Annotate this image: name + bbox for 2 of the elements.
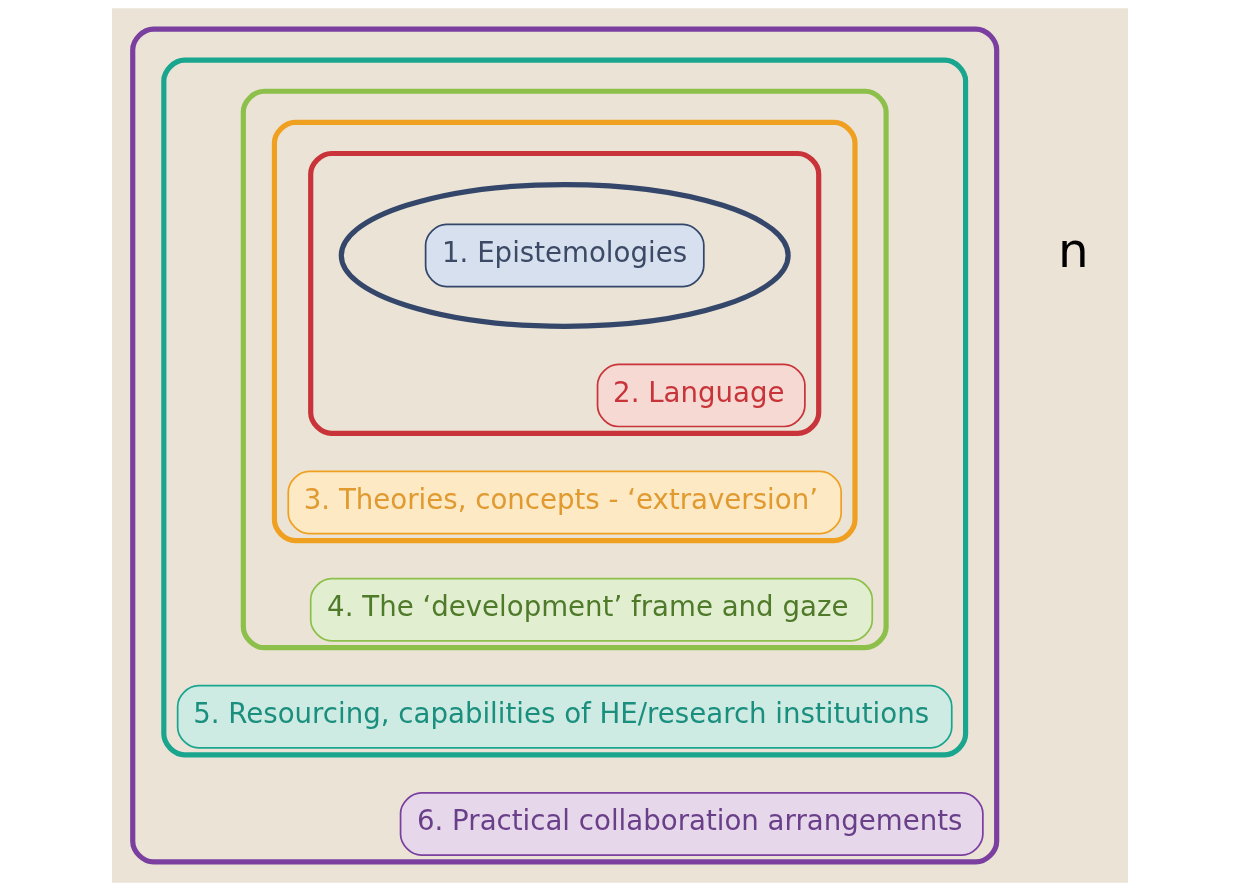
- node-ellipse: 1. Epistemologies: [338, 181, 791, 329]
- label: n: [1058, 222, 1089, 279]
